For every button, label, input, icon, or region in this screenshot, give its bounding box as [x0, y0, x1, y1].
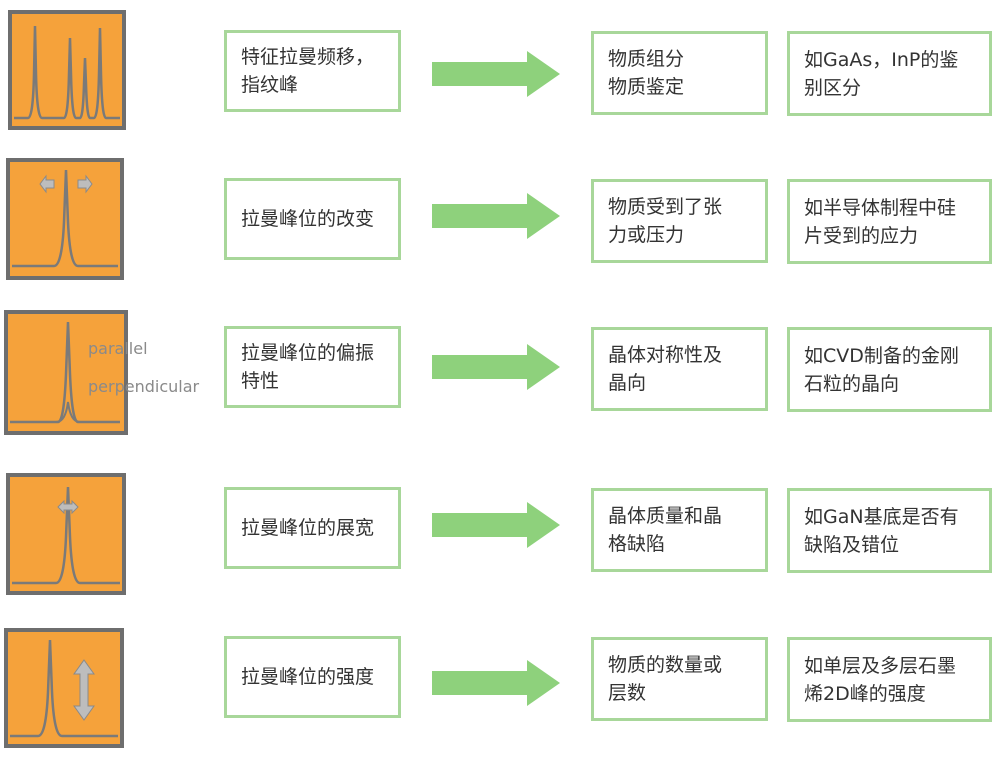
polarization-spectrum-icon — [10, 321, 120, 424]
example-box-peak-shift: 如半导体制程中硅 片受到的应力 — [787, 179, 992, 264]
peak-intensity-spectrum-icon — [10, 639, 118, 738]
feature-text: 拉曼峰位的改变 — [241, 208, 375, 230]
parallel-label: parallel — [88, 339, 148, 358]
example-box-broadening: 如GaN基底是否有 缺陷及错位 — [787, 488, 992, 573]
example-text: 如半导体制程中硅 片受到的应力 — [804, 196, 957, 247]
example-box-intensity: 如单层及多层石墨 烯2D峰的强度 — [787, 637, 992, 722]
meaning-text: 物质受到了张 力或压力 — [608, 196, 723, 246]
example-text: 如单层及多层石墨 烯2D峰的强度 — [804, 654, 957, 705]
meaning-text: 晶体质量和晶 格缺陷 — [608, 505, 723, 555]
meaning-text: 物质的数量或 层数 — [608, 654, 723, 704]
feature-text: 拉曼峰位的偏振 特性 — [241, 342, 375, 392]
peak-intensity-icon — [4, 628, 124, 748]
meaning-box-intensity: 物质的数量或 层数 — [591, 637, 768, 721]
meaning-box-fingerprint: 物质组分 物质鉴定 — [591, 31, 768, 115]
feature-text: 特征拉曼频移， 指纹峰 — [241, 46, 375, 96]
multi-peak-spectrum-icon — [14, 25, 120, 120]
feature-text: 拉曼峰位的展宽 — [241, 517, 375, 539]
multi-peak-icon — [8, 10, 126, 130]
example-box-fingerprint: 如GaAs，InP的鉴 别区分 — [787, 31, 992, 116]
meaning-box-peak-shift: 物质受到了张 力或压力 — [591, 179, 768, 263]
polarization-icon — [4, 310, 128, 435]
feature-box-polarization: 拉曼峰位的偏振 特性 — [224, 326, 401, 408]
feature-box-broadening: 拉曼峰位的展宽 — [224, 487, 401, 569]
feature-box-intensity: 拉曼峰位的强度 — [224, 636, 401, 718]
perpendicular-label: perpendicular — [88, 377, 200, 396]
example-box-polarization: 如CVD制备的金刚 石粒的晶向 — [787, 327, 992, 412]
example-text: 如CVD制备的金刚 石粒的晶向 — [804, 344, 959, 395]
arrow-right-icon — [432, 502, 560, 548]
feature-box-fingerprint: 特征拉曼频移， 指纹峰 — [224, 30, 401, 112]
meaning-box-polarization: 晶体对称性及 晶向 — [591, 327, 768, 411]
arrow-right-icon — [432, 660, 560, 706]
example-text: 如GaN基底是否有 缺陷及错位 — [804, 505, 959, 556]
arrow-right-icon — [432, 193, 560, 239]
peak-shift-icon — [6, 158, 124, 280]
meaning-text: 物质组分 物质鉴定 — [608, 48, 685, 98]
arrow-right-icon — [432, 51, 560, 97]
feature-box-peak-shift: 拉曼峰位的改变 — [224, 178, 401, 260]
meaning-text: 晶体对称性及 晶向 — [608, 344, 723, 394]
feature-text: 拉曼峰位的强度 — [241, 666, 375, 688]
meaning-box-broadening: 晶体质量和晶 格缺陷 — [591, 488, 768, 572]
peak-broadening-icon — [6, 473, 126, 595]
peak-shift-spectrum-icon — [12, 169, 118, 268]
peak-broadening-spectrum-icon — [12, 486, 120, 585]
example-text: 如GaAs，InP的鉴 别区分 — [804, 48, 959, 99]
arrow-right-icon — [432, 344, 560, 390]
